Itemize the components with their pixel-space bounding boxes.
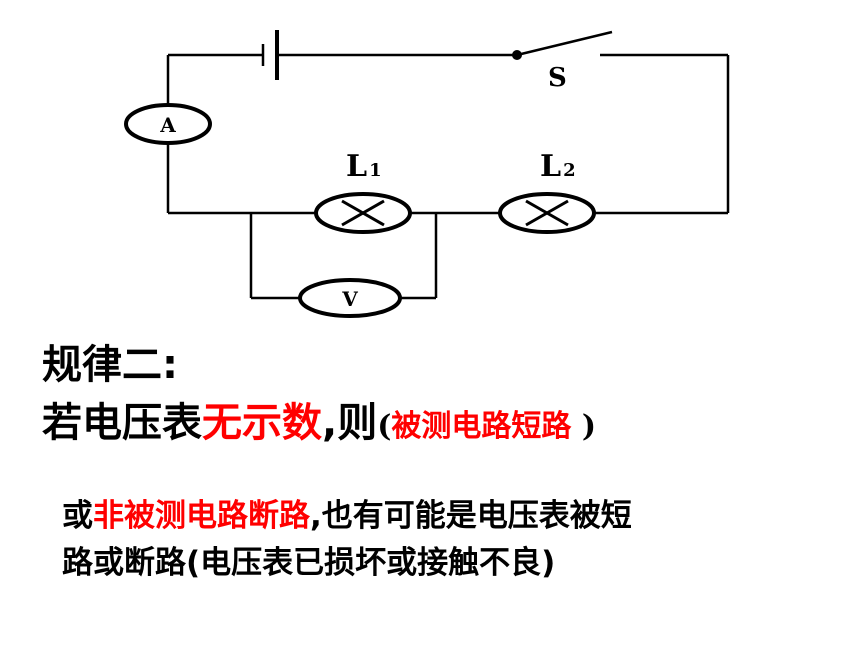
note-line-1: 或非被测电路断路,也有可能是电压表被短 <box>62 490 632 535</box>
rule-highlight: 无示数 <box>202 400 322 446</box>
ammeter-label: A <box>159 113 176 137</box>
lamp-l1-icon <box>314 192 412 234</box>
rule-middle: ,则 <box>322 400 378 446</box>
rule-statement: 若电压表无示数,则(被测电路短路 ) <box>42 390 596 448</box>
voltmeter-icon: V <box>298 278 402 318</box>
ammeter-icon: A <box>124 103 212 145</box>
rule-title: 规律二: <box>42 342 178 388</box>
rule-answer: 被测电路短路 <box>391 409 572 444</box>
note-rest: ,也有可能是电压表被短 <box>310 498 632 534</box>
note-line-2: 路或断路(电压表已损坏或接触不良) <box>62 545 556 581</box>
switch-icon <box>512 30 613 60</box>
voltmeter-label: V <box>341 287 358 311</box>
note-prefix: 或 <box>62 498 93 534</box>
lamp-l2-icon <box>498 192 596 234</box>
note-highlight: 非被测电路断路 <box>93 498 310 534</box>
rule-prefix: 若电压表 <box>42 400 202 446</box>
battery-icon <box>261 30 279 80</box>
rule-paren-close: ) <box>571 409 597 444</box>
switch-label: S <box>548 63 567 93</box>
circuit-wires <box>166 53 730 300</box>
rule-paren-open: ( <box>377 409 392 444</box>
